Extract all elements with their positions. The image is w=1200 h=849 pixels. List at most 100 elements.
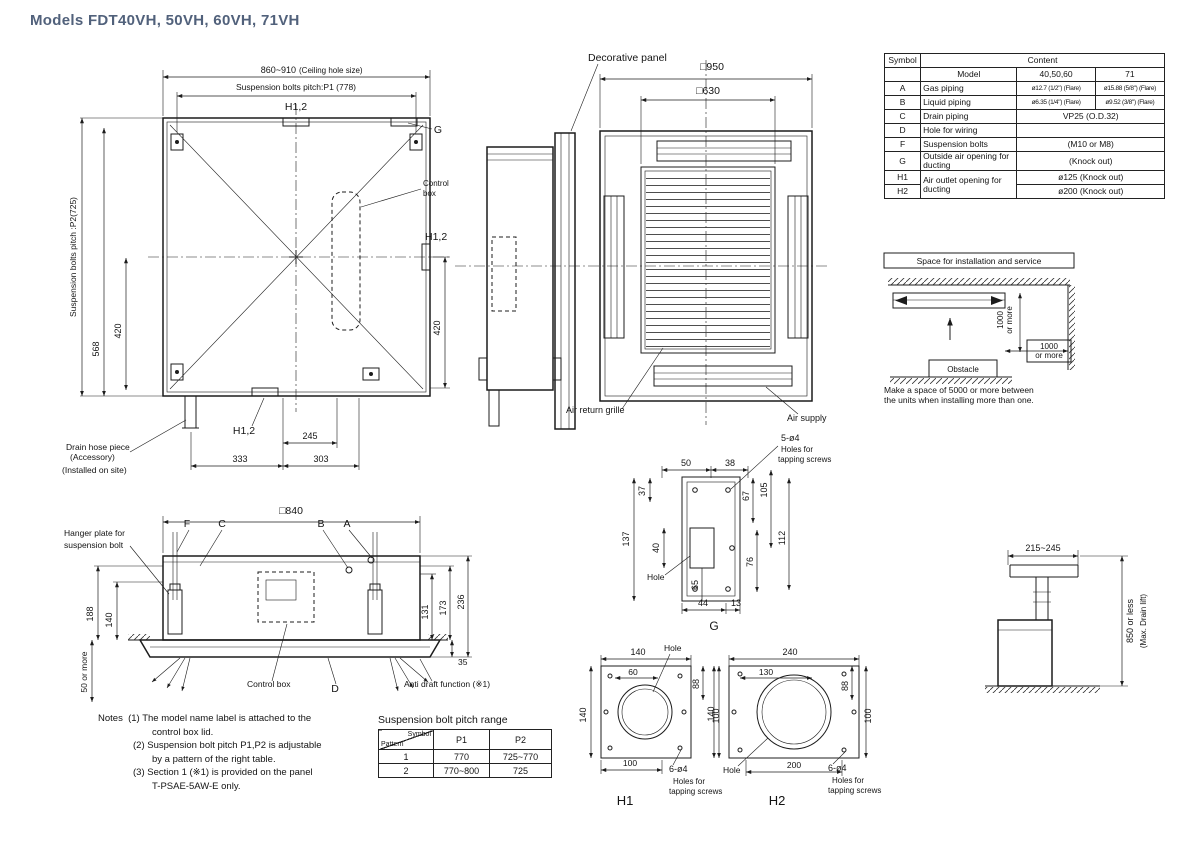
air-return-label: Air return grille — [566, 405, 625, 415]
h2-dim-100-right: 100 — [863, 708, 873, 723]
control-box-section-label: Control box — [247, 679, 291, 689]
spec-name-bolts: Suspension bolts — [920, 137, 1018, 152]
spec-header-model: Model — [920, 67, 1018, 82]
pitch-header-symbol: Symbol — [407, 731, 431, 738]
g-dim-137: 137 — [621, 531, 631, 546]
dim-950: □950 — [700, 61, 724, 73]
detail-h2: 240 130 88 140 100 Hole 200 6-ø4 Holes f… — [706, 647, 881, 808]
spec-row-gas: A Gas piping ø12.7 (1/2") (Flare) ø15.88… — [883, 81, 1166, 96]
drain-label-1: Drain hose piece — [66, 442, 130, 452]
spec-symbol-a: A — [883, 81, 922, 96]
pitch-row-2: 2 770~800 725 — [378, 763, 552, 778]
g-hole — [689, 527, 715, 569]
spec-header-71: 71 — [1094, 67, 1166, 82]
dim-245: 245 — [302, 431, 317, 441]
h1-dim-100-bottom: 100 — [623, 758, 637, 768]
g-dim-50: 50 — [681, 458, 691, 468]
spec-name-liquid: Liquid piping — [920, 95, 1018, 110]
drain-max-lift: (Max. Drain lift) — [1139, 594, 1148, 649]
dim-p1: Suspension bolts pitch:P1 (778) — [236, 82, 356, 92]
h1-dim-140-top: 140 — [630, 647, 645, 657]
dim-35: 35 — [458, 657, 468, 667]
dim-173: 173 — [438, 600, 448, 615]
spec-symbol-b: B — [883, 95, 922, 110]
note-2-text: (2) Suspension bolt pitch P1,P2 is adjus… — [133, 740, 322, 751]
g-screws-label-1: 5-ø4 — [781, 433, 800, 443]
spec-cell-empty — [883, 67, 922, 82]
space-dim-v2: or more — [1005, 306, 1014, 334]
detail-h1: 140 Hole 60 88 140 100 100 6-ø4 Holes fo… — [578, 643, 722, 808]
h2-screws-label-3: tapping screws — [828, 786, 881, 795]
h1-dim-88: 88 — [691, 679, 701, 689]
spec-drain-value: VP25 (O.D.32) — [1016, 109, 1165, 124]
control-box-label-2: box — [423, 189, 436, 198]
spec-name-gas: Gas piping — [920, 81, 1018, 96]
h2-dim-88: 88 — [840, 681, 850, 691]
spec-row-drain: C Drain piping VP25 (O.D.32) — [883, 109, 1165, 124]
dim-ceiling-value: 860~910 — [261, 65, 296, 75]
label-d: D — [331, 683, 339, 695]
spec-row-h2: H2 ø200 (Knock out) — [883, 184, 1165, 200]
pitch-2-p2: 725 — [489, 763, 552, 778]
spec-row-bolts: F Suspension bolts (M10 or M8) — [883, 137, 1165, 152]
h1-dim-60: 60 — [628, 667, 638, 677]
dim-140-section: 140 — [104, 612, 114, 627]
plan-view: 860~910 (Ceiling hole size) Suspension b… — [62, 65, 450, 475]
label-b: B — [317, 518, 324, 530]
h1-screws-label-3: tapping screws — [669, 787, 722, 796]
spec-name-drain: Drain piping — [920, 109, 1018, 124]
pitch-row-1: 1 770 725~770 — [378, 749, 552, 764]
drain-lift-view: 215~245 850 or less (Max. Drain lift) — [985, 543, 1148, 693]
spec-liquid-v1: ø6.35 (1/4") (Flare) — [1016, 95, 1096, 110]
pitch-1-p1: 770 — [433, 749, 490, 764]
note-2-continued: by a pattern of the right table. — [152, 753, 276, 765]
dim-188: 188 — [85, 606, 95, 621]
detail-g: 5-ø4 Holes for tapping screws 50 38 37 1… — [621, 433, 831, 633]
hanger-label-1: Hanger plate for — [64, 528, 125, 538]
h2-dim-140-left: 140 — [706, 706, 716, 721]
spec-row-liquid: B Liquid piping ø6.35 (1/4") (Flare) ø9.… — [883, 95, 1166, 110]
h2-screws-label-1: 6-ø4 — [828, 763, 847, 773]
drain-hose — [182, 395, 199, 429]
h2-detail-label: H2 — [769, 793, 786, 808]
note-3-text: (3) Section 1 (※1) is provided on the pa… — [133, 767, 313, 778]
pitch-header-p2: P2 — [489, 729, 552, 750]
g-screws-label-2: Holes for — [781, 445, 813, 454]
pitch-1-pattern: 1 — [378, 749, 434, 764]
note-1-text: (1) The model name label is attached to … — [128, 713, 312, 724]
hanger-label-2: suspension bolt — [64, 540, 124, 550]
dim-568: 568 — [91, 341, 101, 356]
drain-pipe — [1009, 564, 1079, 620]
spec-symbol-h1: H1 — [883, 170, 922, 186]
dim-840: □840 — [279, 505, 303, 517]
drain-label-3: (Installed on site) — [62, 465, 127, 475]
drain-hose-side — [488, 389, 500, 427]
suspension-brackets — [170, 133, 423, 381]
air-supply-louvers — [603, 140, 809, 387]
spec-row-outside-air: G Outside air opening for ducting (Knock… — [883, 150, 1165, 172]
page-title: Models FDT40VH, 50VH, 60VH, 71VH — [30, 12, 300, 29]
pitch-table: Symbol Pattern P1 P2 1 770 725~770 2 770… — [378, 729, 552, 778]
g-dim-112: 112 — [777, 531, 787, 545]
spec-bolts-value: (M10 or M8) — [1016, 137, 1165, 152]
spec-row-h1: H1 Air outlet opening for ducting ø125 (… — [883, 170, 1165, 200]
spec-outside-air-value: (Knock out) — [1016, 150, 1165, 172]
decorative-panel-label: Decorative panel — [588, 52, 667, 64]
spec-gas-v1: ø12.7 (1/2") (Flare) — [1016, 81, 1096, 96]
pitch-header-p1: P1 — [433, 729, 490, 750]
hanger-plates — [167, 532, 383, 635]
notes-label: Notes — [98, 713, 123, 724]
h12-bottom-label: H1,2 — [233, 425, 255, 437]
g-dim-37: 37 — [637, 486, 647, 496]
g-dim-65: 65 — [690, 580, 700, 590]
h2-dim-240: 240 — [782, 647, 797, 657]
h1-screws-label-2: Holes for — [673, 777, 705, 786]
note-line-1: Notes (1) The model name label is attach… — [98, 712, 322, 726]
h1-screws-label-1: 6-ø4 — [669, 764, 688, 774]
obstacle-block — [928, 359, 998, 378]
g-dim-13: 13 — [731, 598, 741, 608]
space-dim-v1: 1000 — [996, 311, 1005, 329]
dim-420-left: 420 — [113, 323, 123, 338]
h1-dim-100-right: 100 — [711, 708, 721, 723]
